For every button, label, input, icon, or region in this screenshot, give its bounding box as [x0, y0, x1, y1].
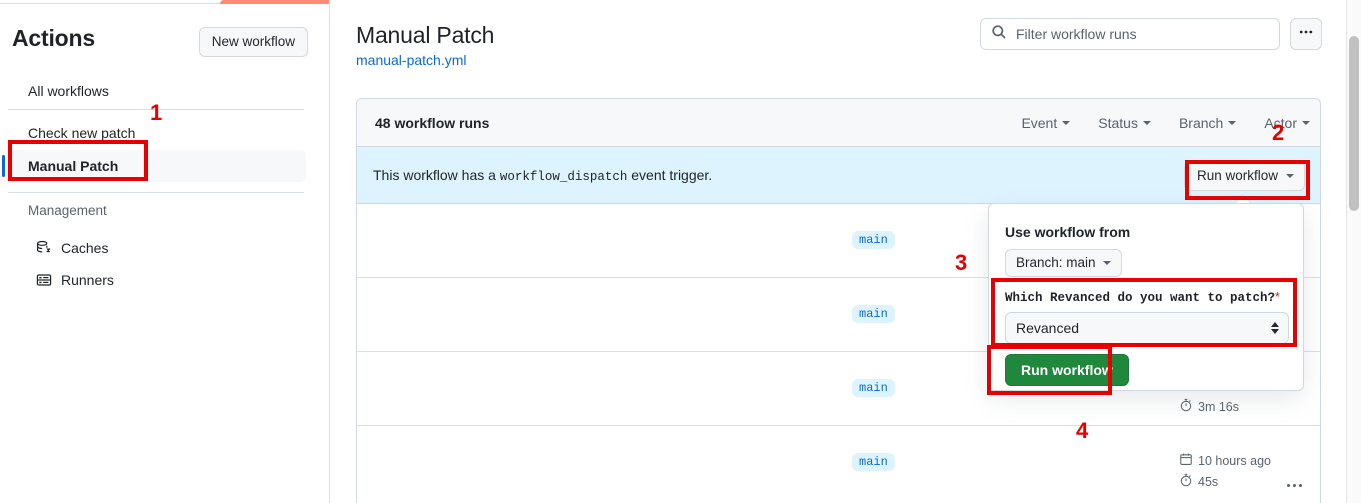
branch-badge[interactable]: main: [852, 305, 895, 323]
filter-label: Branch: [1178, 114, 1224, 131]
filter-status[interactable]: Status: [1098, 115, 1151, 131]
sidebar-item-label: Check new patch: [28, 125, 136, 141]
filter-label: Actor: [1264, 114, 1297, 131]
input-field-label-text: Which Revanced do you want to patch?: [1005, 291, 1276, 305]
sidebar-title: Actions: [12, 25, 95, 51]
input-field-label: Which Revanced do you want to patch?*: [1005, 290, 1280, 305]
cache-icon: [36, 240, 52, 256]
sidebar-item-manual-patch[interactable]: Manual Patch: [2, 150, 306, 182]
sidebar-divider-2: [8, 192, 304, 193]
branch-badge[interactable]: main: [852, 231, 895, 249]
popover-arrow: [1235, 194, 1251, 204]
chevron-down-icon: [1302, 120, 1310, 125]
run-workflow-popover: Use workflow from Branch: main Which Rev…: [988, 203, 1304, 391]
sidebar-divider-1: [8, 109, 304, 110]
sidebar-item-all-workflows[interactable]: All workflows: [8, 75, 306, 107]
use-workflow-from-label: Use workflow from: [1005, 224, 1131, 240]
workflow-dispatch-notice: This workflow has a workflow_dispatch ev…: [357, 147, 1320, 204]
chevron-down-icon: [1286, 174, 1294, 178]
page-title: Manual Patch: [356, 22, 495, 48]
stopwatch-icon: [1179, 398, 1193, 415]
sidebar: Actions New workflow All workflows Check…: [0, 5, 330, 503]
branch-badge[interactable]: main: [852, 379, 895, 397]
filter-event[interactable]: Event: [1021, 114, 1071, 131]
chevron-down-icon: [1062, 120, 1071, 125]
run-workflow-dropdown-button[interactable]: Run workflow: [1183, 161, 1305, 191]
kebab-dot: [1287, 484, 1290, 487]
filter-actor[interactable]: Actor: [1264, 115, 1310, 131]
search-placeholder: Filter workflow runs: [1016, 26, 1137, 42]
select-arrows-icon: [1271, 322, 1279, 334]
page-scrollbar-track[interactable]: [1346, 0, 1361, 503]
new-workflow-button[interactable]: New workflow: [198, 27, 308, 57]
sidebar-item-label: All workflows: [28, 83, 109, 99]
table-row[interactable]: main 10 hours ago: [357, 426, 1320, 500]
branch-select-button[interactable]: Branch: main: [1005, 249, 1122, 277]
runs-header: 48 workflow runs Event Status Branch: [357, 99, 1320, 147]
active-tab-indicator: [220, 0, 339, 4]
sidebar-right-border: [329, 0, 330, 503]
calendar-icon: [1179, 452, 1193, 469]
branch-select-label: Branch: main: [1016, 255, 1096, 270]
stopwatch-icon: [1179, 473, 1193, 490]
sidebar-item-check-new-patch[interactable]: Check new patch: [8, 117, 306, 149]
run-duration-label: 3m 16s: [1198, 399, 1239, 414]
search-input[interactable]: Filter workflow runs: [980, 18, 1280, 50]
chevron-down-icon: [1228, 120, 1237, 125]
branch-badge[interactable]: main: [852, 453, 895, 471]
revanced-select[interactable]: Revanced: [1005, 312, 1289, 344]
dispatch-event-name: workflow_dispatch: [499, 169, 628, 184]
revanced-select-value: Revanced: [1016, 320, 1080, 336]
page-scrollbar-thumb[interactable]: [1349, 36, 1359, 211]
sidebar-item-label: Runners: [61, 272, 114, 288]
run-timestamp-label: 10 hours ago: [1198, 453, 1271, 468]
workflow-file-link[interactable]: manual-patch.yml: [356, 52, 467, 68]
kebab-dot: [1299, 484, 1302, 487]
filter-label: Event: [1021, 114, 1058, 131]
workflow-runs-count: 48 workflow runs: [375, 114, 490, 131]
search-icon: [991, 24, 1007, 45]
submit-run-workflow-button[interactable]: Run workflow: [1005, 354, 1129, 386]
dispatch-notice-text: This workflow has a workflow_dispatch ev…: [373, 167, 712, 184]
kebab-horizontal-icon: [1298, 24, 1314, 45]
filter-branch[interactable]: Branch: [1178, 114, 1237, 131]
dispatch-prefix: This workflow has a: [373, 166, 496, 183]
chevron-down-icon: [1102, 261, 1111, 265]
runners-icon: [36, 272, 52, 288]
run-duration: 3m 16s: [1179, 398, 1239, 415]
sidebar-item-label: Caches: [61, 240, 109, 256]
run-workflow-button-label: Run workflow: [1196, 168, 1278, 183]
required-marker: *: [1275, 290, 1280, 304]
filter-label: Status: [1098, 114, 1138, 131]
kebab-dot: [1293, 484, 1296, 487]
sidebar-item-runners[interactable]: Runners: [8, 264, 306, 296]
sidebar-item-label: Manual Patch: [28, 158, 119, 174]
run-duration-label: 45s: [1198, 474, 1219, 489]
row-kebab-button[interactable]: [1287, 484, 1302, 487]
chevron-down-icon: [1142, 120, 1151, 125]
sidebar-item-caches[interactable]: Caches: [8, 232, 306, 264]
dispatch-suffix: event trigger.: [631, 166, 713, 183]
sidebar-section-management: Management: [28, 203, 107, 218]
page-kebab-button[interactable]: [1290, 18, 1322, 50]
run-duration: 45s: [1179, 473, 1218, 490]
filters-group: Event Status Branch Actor: [1021, 115, 1310, 131]
run-timestamp: 10 hours ago: [1179, 452, 1271, 469]
sidebar-header: Actions New workflow: [12, 25, 312, 59]
